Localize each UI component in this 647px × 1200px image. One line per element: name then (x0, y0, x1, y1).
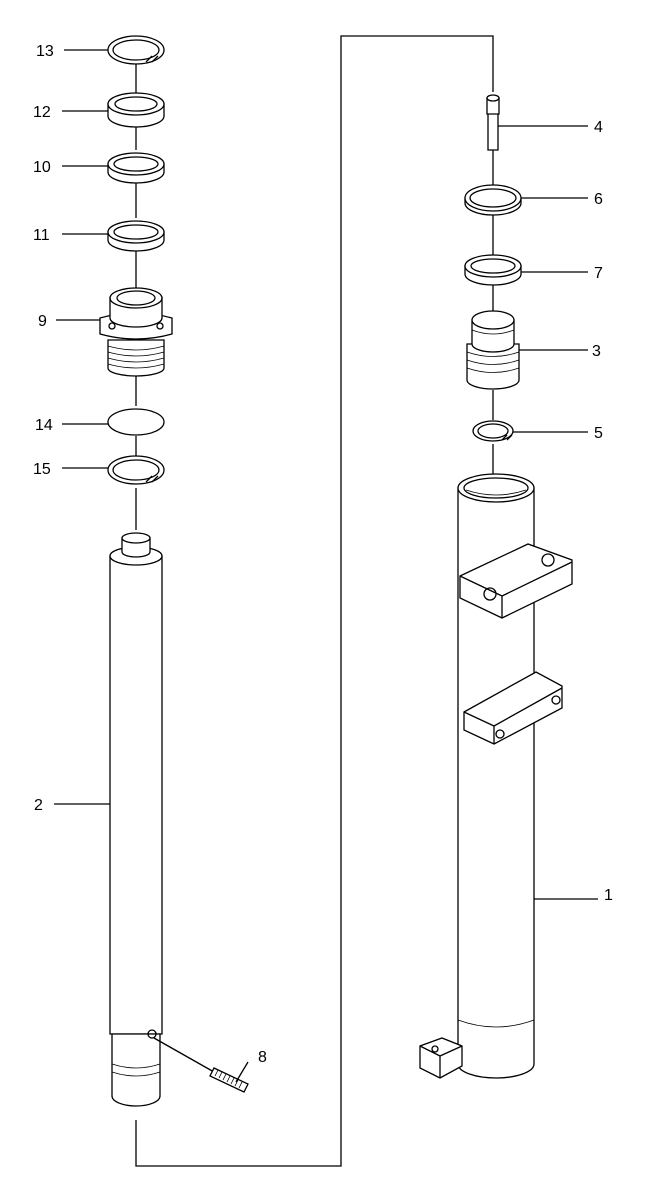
part-10-ring (107, 152, 165, 184)
callout-10: 10 (33, 159, 51, 176)
leader-lines (54, 49, 598, 1083)
part-13-snap-ring (107, 35, 165, 65)
part-15-snap-ring (107, 455, 165, 485)
callout-15: 15 (33, 461, 51, 478)
part-1-cylinder-tube (419, 473, 573, 1079)
callout-9: 9 (38, 313, 47, 330)
callout-13: 13 (36, 43, 54, 60)
callout-12: 12 (33, 104, 51, 121)
callout-2: 2 (34, 797, 43, 814)
part-12-bushing (107, 92, 165, 128)
callout-5: 5 (594, 425, 603, 442)
callout-3: 3 (592, 343, 601, 360)
callout-8: 8 (258, 1049, 267, 1066)
callout-7: 7 (594, 265, 603, 282)
part-8-set-screw (153, 1037, 249, 1093)
part-4-pin (486, 94, 500, 151)
part-3-piston (466, 310, 520, 390)
part-9-gland-nut (99, 287, 173, 377)
part-2-piston-rod (109, 532, 163, 1107)
callout-11: 11 (33, 227, 50, 244)
callout-14: 14 (35, 417, 53, 434)
part-14-o-ring (107, 408, 165, 436)
part-5-snap-ring (472, 420, 514, 442)
part-6-ring (464, 184, 522, 216)
part-7-ring (464, 254, 522, 286)
part-11-seal-ring (107, 220, 165, 252)
callout-4: 4 (594, 119, 603, 136)
callout-1: 1 (604, 887, 613, 904)
assembly-connector-line (135, 35, 494, 1167)
callout-6: 6 (594, 191, 603, 208)
